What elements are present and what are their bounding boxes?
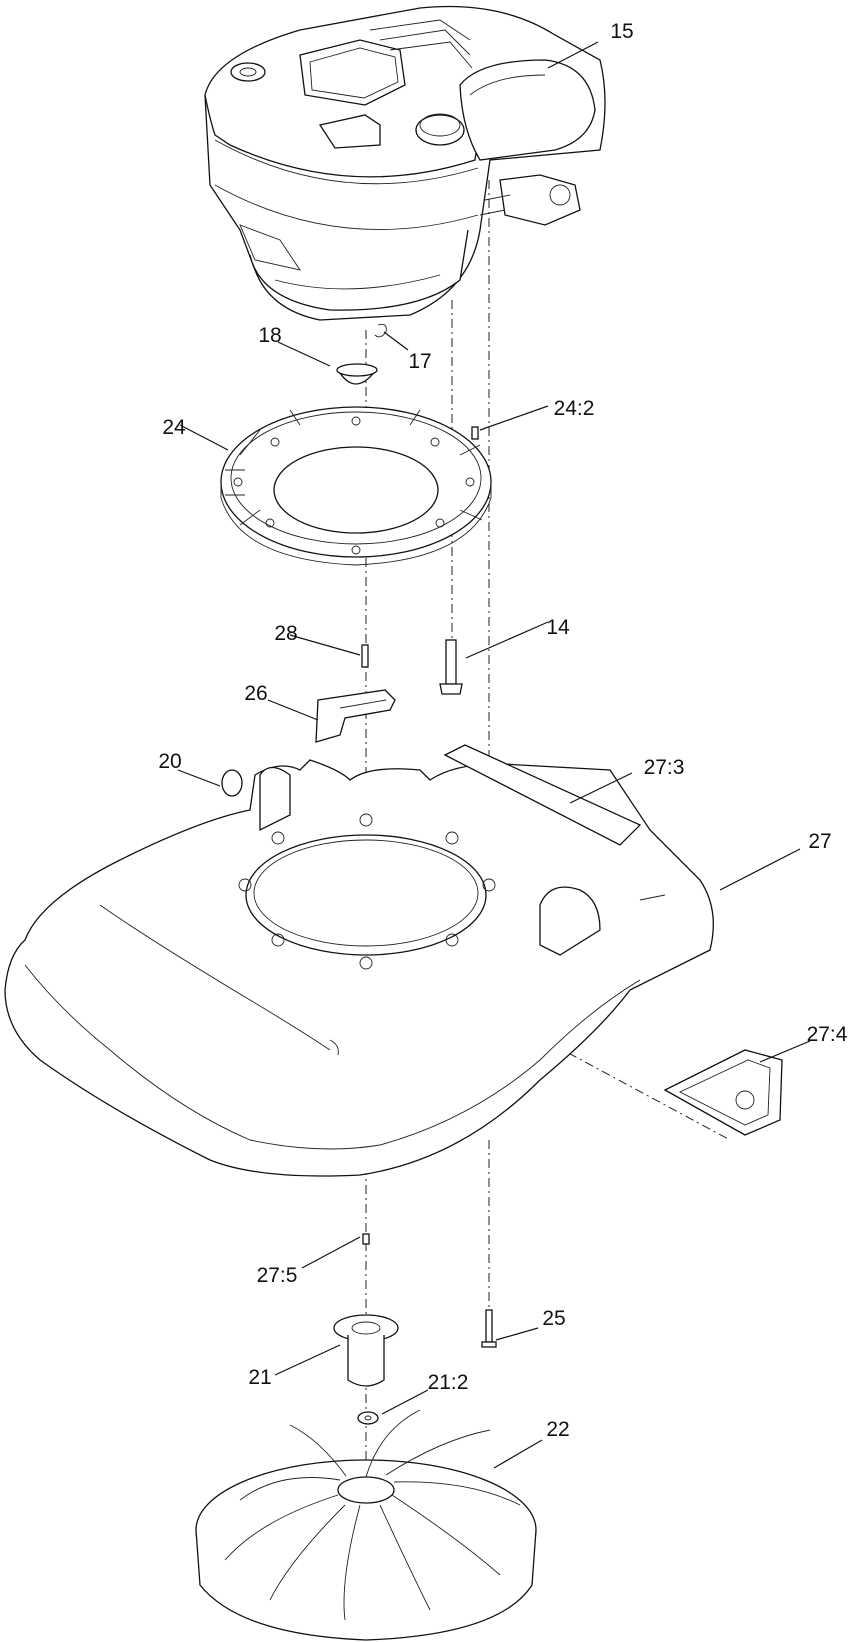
part-20-washer [221,769,243,797]
callout-labels: 15 18 17 24 24:2 28 14 26 20 27:3 27 27:… [158,20,847,1441]
callout-28: 28 [274,622,297,645]
callout-26: 26 [244,682,267,705]
callout-22: 22 [546,1418,569,1441]
part-17-pin [374,323,387,338]
fan-blades [224,1409,521,1621]
callout-24-2: 24:2 [554,397,595,420]
callout-18: 18 [258,324,281,347]
callout-27-5: 27:5 [257,1264,298,1287]
part-18-cup [336,363,378,385]
callout-20: 20 [158,750,181,773]
ring-bolt-holes [233,416,475,555]
part-24-adapter-ring [220,406,492,566]
part-26-bracket [315,689,396,743]
part-21-hub [333,1314,399,1387]
callout-27-3: 27:3 [644,756,685,779]
callout-17: 17 [408,350,431,373]
callout-14: 14 [546,616,570,639]
callout-15: 15 [610,20,633,43]
callout-27: 27 [808,830,831,853]
part-22-fan [195,1409,537,1641]
callout-27-4: 27:4 [807,1023,848,1046]
callout-25: 25 [542,1307,565,1330]
part-27-5-pin [362,1233,370,1245]
part-27-4-decal [663,1049,783,1136]
part-27-deck [4,744,714,1177]
part-21-2-washer [357,1411,379,1425]
part-14-bolt [439,639,463,695]
deck-mount-holes [238,813,496,970]
callout-21: 21 [248,1366,271,1389]
part-25-screw [481,1309,497,1348]
callout-24: 24 [162,416,186,439]
callout-21-2: 21:2 [428,1371,469,1394]
leader-lines [177,41,811,1469]
engine [204,5,606,321]
part-28-pin [361,644,369,668]
